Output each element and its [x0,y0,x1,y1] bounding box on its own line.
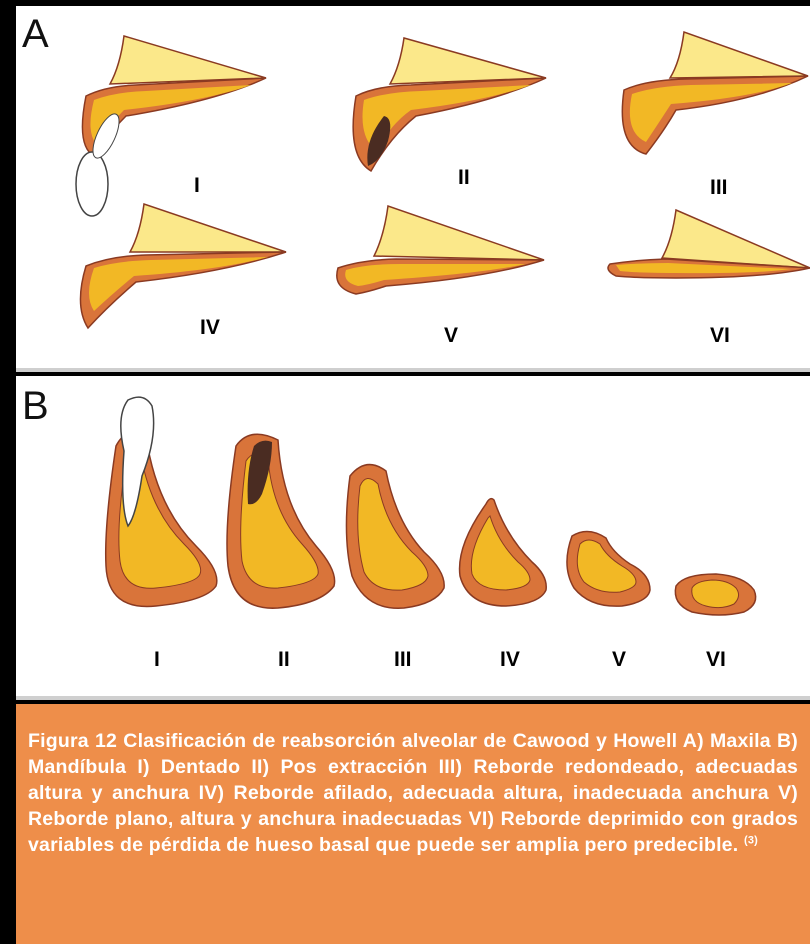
maxilla-stage-i [76,36,266,216]
mandible-label-i: I [154,648,160,672]
panel-a-maxilla: A [16,6,810,368]
panel-b-mandible: B [16,376,810,696]
maxilla-label-ii: II [458,166,470,190]
mandible-label-ii: II [278,648,290,672]
panel-b-drawing [16,376,810,696]
figure-caption: Figura 12 Clasificación de reabsorción a… [16,704,810,944]
panel-divider [16,368,810,372]
maxilla-label-v: V [444,324,458,348]
mandible-stage-iii [346,465,444,609]
caption-text-block: Figura 12 Clasificación de reabsorción a… [28,728,798,858]
mandible-stage-i [106,397,217,606]
mandible-stage-iv [460,499,547,606]
mandible-stage-vi [675,574,755,615]
maxilla-label-vi: VI [710,324,730,348]
mandible-label-iii: III [394,648,412,672]
panel-a-drawing [16,6,810,368]
maxilla-stage-iv [80,204,286,328]
maxilla-stage-vi [608,210,810,278]
mandible-stage-ii [227,434,335,608]
mandible-label-iv: IV [500,648,520,672]
maxilla-stage-iii [622,32,808,154]
maxilla-stage-v [337,206,544,294]
maxilla-label-iii: III [710,176,728,200]
caption-divider [16,696,810,700]
mandible-label-v: V [612,648,626,672]
maxilla-stage-ii [353,38,546,171]
caption-text: Figura 12 Clasificación de reabsorción a… [28,730,798,856]
caption-reference: (3) [744,835,758,847]
maxilla-label-i: I [194,174,200,198]
mandible-stage-v [567,531,650,606]
mandible-label-vi: VI [706,648,726,672]
maxilla-label-iv: IV [200,316,220,340]
